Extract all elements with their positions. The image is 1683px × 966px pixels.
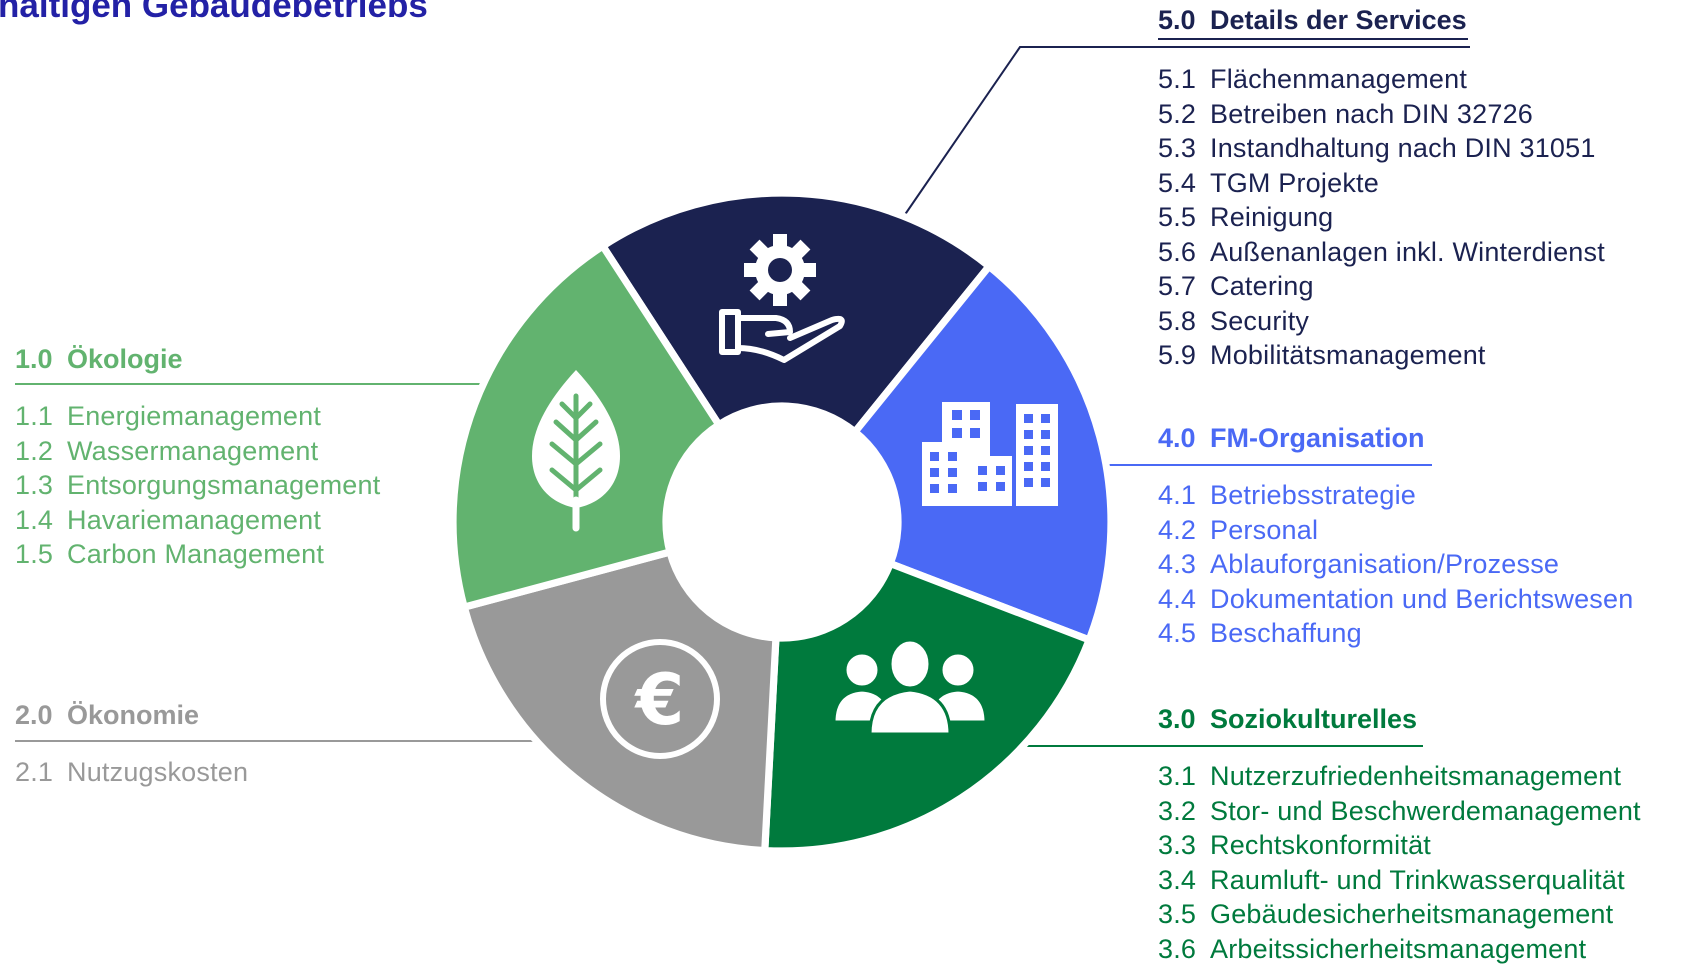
section-number: 2.0 xyxy=(15,697,67,733)
section-title: Soziokulturelles xyxy=(1210,704,1417,734)
section-title: Ökologie xyxy=(67,344,183,374)
section-title: Ökonomie xyxy=(67,700,199,730)
buildings-icon xyxy=(922,402,1058,506)
section-number: 1.0 xyxy=(15,341,67,377)
section-number: 4.0 xyxy=(1158,420,1210,456)
section-title: Details der Services xyxy=(1210,5,1467,35)
section-number: 5.0 xyxy=(1158,2,1210,38)
people-icon xyxy=(834,640,986,734)
section-number: 3.0 xyxy=(1158,701,1210,737)
section-title: FM-Organisation xyxy=(1210,423,1425,453)
svg-text:€: € xyxy=(634,659,685,741)
